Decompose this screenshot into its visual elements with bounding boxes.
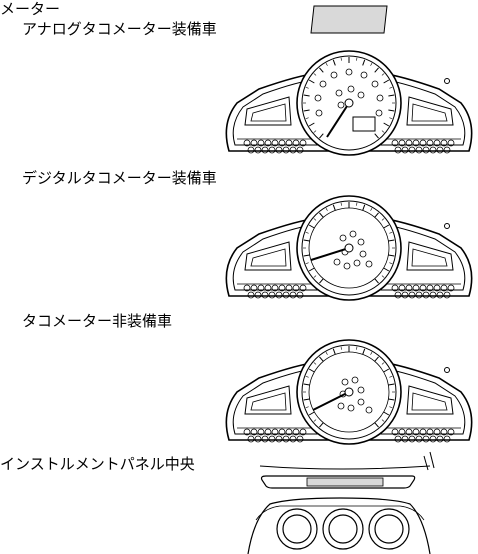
tachometer-numerals xyxy=(314,68,384,117)
analog-tachometer-cluster xyxy=(225,5,473,156)
speedometer-needle-plain xyxy=(312,391,350,411)
speedometer-needle xyxy=(310,247,350,261)
label-instrument-panel-center: インストルメントパネル中央 xyxy=(0,455,195,473)
label-digital-tachometer: デジタルタコメーター装備車 xyxy=(22,169,217,187)
hvac-dials xyxy=(276,508,410,550)
section-title: メーター xyxy=(0,0,61,18)
label-analog-tachometer: アナログタコメーター装備車 xyxy=(22,20,217,38)
center-display xyxy=(306,477,384,487)
label-no-tachometer: タコメーター非装備車 xyxy=(22,312,173,330)
odometer-display xyxy=(352,116,376,132)
head-up-display-panel xyxy=(310,5,388,34)
tachometer-needle xyxy=(326,102,350,138)
digital-tachometer-cluster xyxy=(225,195,473,301)
no-tachometer-cluster xyxy=(225,339,473,445)
instrument-panel-center xyxy=(247,451,435,554)
